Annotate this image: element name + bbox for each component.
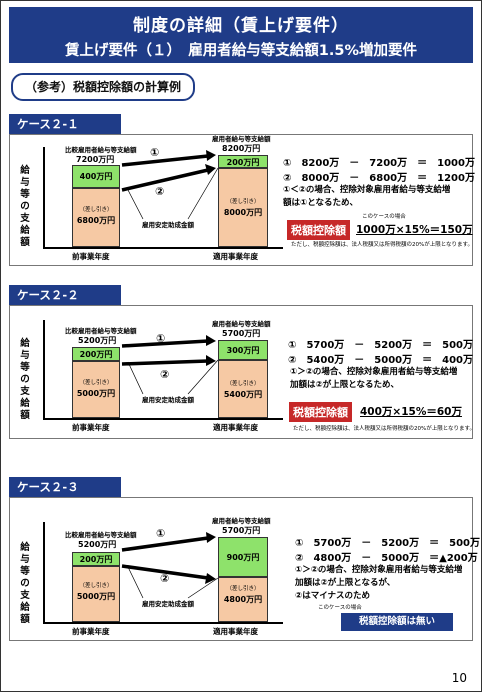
page-subtitle: 賃上げ要件（１） 雇用者給与等支給額1.5%増加要件 [65, 43, 417, 59]
prev-total: 5200万円 [78, 540, 117, 549]
explanation: ①＞②の場合、控除対象雇用者給与等支給増 加額は②が上限となるため、 [290, 367, 458, 390]
prev-total: 7200万円 [76, 155, 115, 164]
comparison-label: 比較雇用者給与等支給額 [65, 531, 137, 539]
case-box-2-1: 給与等の支給額 比較雇用者給与等支給額 7200万円 400万円 （差し引き） … [9, 134, 475, 266]
prev-total: 5200万円 [78, 336, 117, 345]
marker-2: ② [160, 368, 170, 381]
prev-peach-bar: （差し引き） 5000万円 [72, 361, 120, 418]
cap-note: ただし、税額控除額は、法人税額又は所得税額の20%が上限となります。 [291, 242, 474, 248]
x-label-prev: 前事業年度 [72, 423, 110, 432]
marker-2: ② [155, 185, 165, 198]
page-title: 制度の詳細（賃上げ要件） [133, 16, 349, 36]
marker-1: ① [156, 332, 166, 345]
x-label-prev: 前事業年度 [72, 252, 110, 261]
explanation: ①＞②の場合、控除対象雇用者給与等支給増 加額は②が上限となるが、 ②はマイナス… [295, 565, 463, 601]
case-box-2-3: 給与等の支給額 比較雇用者給与等支給額 5200万円 200万円 （差し引き） … [9, 497, 480, 641]
deduction-formula: 1000万×15%＝150万 [356, 224, 473, 236]
deduction-formula: 400万×15%＝60万 [360, 406, 462, 418]
applied-label: 雇用者給与等支給額 [212, 135, 271, 143]
case-note: このケースの場合 [318, 605, 362, 611]
equation-2: ② 8000万 － 6800万 ＝ 1200万 [283, 173, 475, 184]
case-label-2-2: ケース２-２ [9, 285, 121, 305]
y-axis [43, 320, 45, 418]
case-label-2-1: ケース２-１ [9, 114, 121, 134]
case-box-2-2: 給与等の支給額 比較雇用者給与等支給額 5200万円 200万円 （差し引き） … [9, 305, 476, 439]
prev-green-bar: 200万円 [72, 552, 120, 566]
subsidy-label: 雇用安定助成金額 [142, 221, 194, 229]
subsidy-label: 雇用安定助成金額 [142, 600, 194, 608]
y-axis [43, 522, 45, 622]
app-total: 5700万円 [222, 329, 261, 338]
prev-green-bar: 400万円 [72, 165, 120, 188]
subsidy-label: 雇用安定助成金額 [142, 396, 194, 404]
deduction-badge: 税額控除額 [287, 220, 350, 240]
equation-1: ① 5700万 － 5200万 ＝ 500万 [295, 538, 481, 549]
applied-label: 雇用者給与等支給額 [212, 517, 271, 525]
case-label-2-3: ケース２-３ [9, 477, 121, 497]
app-peach-bar: （差し引き） 5400万円 [218, 360, 268, 418]
x-label-applied: 適用事業年度 [213, 252, 258, 261]
equation-2: ② 4800万 － 5000万 ＝▲200万 [295, 553, 478, 564]
y-axis-label: 給与等の支給額 [20, 542, 30, 625]
equation-2: ② 5400万 － 5000万 ＝ 400万 [288, 355, 474, 366]
y-axis-label: 給与等の支給額 [20, 165, 30, 248]
x-axis [43, 247, 283, 249]
equation-1: ① 8200万 － 7200万 ＝ 1000万 [283, 158, 475, 169]
prev-peach-bar: （差し引き） 6800万円 [72, 188, 120, 247]
app-peach-bar: （差し引き） 4800万円 [218, 577, 268, 622]
cap-note: ただし、税額控除額は、法人税額又は所得税額の20%が上限となります。 [293, 426, 476, 432]
x-label-applied: 適用事業年度 [213, 627, 258, 636]
explanation: ①＜②の場合、控除対象雇用者給与等支給増 額は①となるため、 [283, 185, 451, 208]
marker-1: ① [156, 527, 166, 540]
arrows [121, 532, 219, 599]
x-label-prev: 前事業年度 [72, 627, 110, 636]
y-axis [43, 147, 45, 247]
prev-peach-bar: （差し引き） 5000万円 [72, 566, 120, 622]
case-note: このケースの場合 [362, 214, 406, 220]
marker-1: ① [150, 146, 160, 159]
deduction-badge: 税額控除額 [289, 402, 352, 422]
x-label-applied: 適用事業年度 [213, 423, 258, 432]
comparison-label: 比較雇用者給与等支給額 [65, 327, 137, 335]
app-total: 5700万円 [222, 526, 261, 535]
title-banner: 制度の詳細（賃上げ要件） 賃上げ要件（１） 雇用者給与等支給額1.5%増加要件 [9, 7, 473, 63]
app-green-bar: 200万円 [218, 155, 268, 168]
x-axis [43, 418, 283, 420]
applied-label: 雇用者給与等支給額 [212, 320, 271, 328]
equation-1: ① 5700万 － 5200万 ＝ 500万 [288, 340, 474, 351]
arrows [121, 335, 219, 395]
app-total: 8200万円 [222, 144, 261, 153]
app-green-bar: 300万円 [218, 340, 268, 360]
page-number: 10 [451, 671, 467, 685]
marker-2: ② [160, 572, 170, 585]
no-deduction-badge: 税額控除額は無い [341, 613, 453, 631]
prev-green-bar: 200万円 [72, 347, 120, 361]
app-peach-bar: （差し引き） 8000万円 [218, 168, 268, 247]
x-axis [43, 622, 283, 624]
comparison-label: 比較雇用者給与等支給額 [65, 146, 137, 154]
y-axis-label: 給与等の支給額 [20, 338, 30, 421]
arrows [121, 150, 219, 220]
reference-title: （参考）税額控除額の計算例 [11, 73, 196, 101]
app-green-bar: 900万円 [218, 537, 268, 577]
